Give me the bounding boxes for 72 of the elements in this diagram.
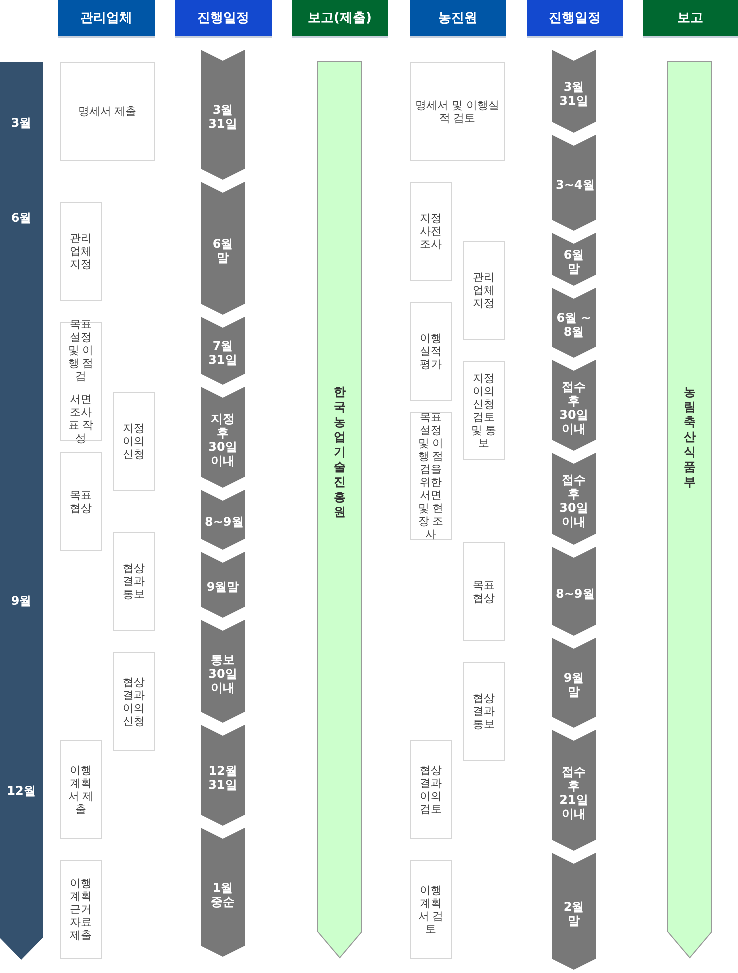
box-text: 목표 협상 (472, 578, 496, 604)
month-label: 3월 (10, 115, 33, 132)
column-header: 진행일정 (527, 0, 623, 38)
text-box (113, 652, 155, 751)
text-box (463, 662, 505, 761)
step-label: 9월 말 (562, 671, 586, 699)
step-label: 지정 후 30일 이내 (208, 412, 238, 468)
box-text: 명세서 및 이행실적 검토 (414, 98, 500, 124)
report-bar (318, 62, 362, 958)
box-text: 명세서 제출 (78, 105, 137, 118)
text-box (60, 62, 155, 161)
box-text: 지정 사전 조사 (419, 212, 443, 251)
step-label: 7월 31일 (208, 339, 238, 367)
text-box (60, 860, 102, 959)
month-timeline-bar (0, 62, 43, 960)
text-box (60, 740, 102, 839)
box-text: 목표 설정 및 이행 점검 (68, 318, 94, 383)
box-text: 목표 설정 및 이행 점검을 위한 서면 및 현장 조사 (418, 411, 444, 541)
text-box (410, 740, 452, 839)
month-label: 6월 (10, 210, 33, 227)
box-text: 협상 결과 이의 검토 (419, 764, 443, 816)
text-box (410, 302, 452, 401)
step-label: 6월 말 (212, 236, 234, 264)
box-text: 이행 실적 평가 (419, 332, 443, 371)
step-label: 접수 후 30일 이내 (558, 473, 590, 529)
step-label: 3월 31일 (208, 103, 238, 131)
text-box (113, 392, 155, 491)
month-label: 12월 (6, 783, 37, 800)
text-box (410, 62, 505, 161)
step-label: 6월 ~ 8월 (556, 311, 592, 339)
bar-label: 농림축산식품부 (683, 384, 697, 490)
step-label: 3~4월 (555, 178, 596, 192)
box-text: 지정 이의 신청 (122, 422, 146, 461)
box-text: 이행 계획서 검토 (418, 884, 444, 936)
text-box (463, 241, 505, 340)
box-text: 협상 결과 이의 신청 (122, 676, 146, 728)
step-label: 1월 중순 (210, 880, 236, 908)
text-box (463, 542, 505, 641)
column-header: 진행일정 (175, 0, 272, 38)
box-text: 협상 결과 통보 (472, 692, 496, 731)
step-label: 통보 30일 이내 (208, 652, 238, 694)
box-text: 지정 이의 신청 검토 및 통보 (471, 372, 497, 450)
text-box (113, 532, 155, 631)
box-text: 서면 조사표 작성 (68, 393, 94, 445)
text-box (410, 860, 452, 959)
box-text: 관리 업체 지정 (472, 271, 496, 310)
bar-label: 한국농업기술진흥원 (333, 384, 347, 520)
text-box (463, 361, 505, 460)
step-label: 8~9월 (555, 586, 596, 600)
column-header: 보고(제출) (292, 0, 388, 38)
box-text: 이행 계획 근거 자료 제출 (69, 877, 93, 942)
column-header: 관리업체 (58, 0, 155, 38)
step-label: 2월 말 (562, 900, 586, 928)
text-box (410, 182, 452, 281)
box-text: 목표 협상 (69, 488, 93, 514)
step-label: 접수 후 21일 이내 (558, 764, 590, 820)
step-label: 3월 31일 (558, 80, 590, 108)
text-box (410, 412, 452, 540)
box-text: 이행 계획서 제출 (68, 764, 94, 816)
step-label: 12월 31일 (208, 764, 238, 792)
step-label: 접수 후 30일 이내 (558, 380, 590, 436)
box-text: 관리업체 지정 (69, 232, 93, 271)
text-box (60, 202, 102, 301)
step-label: 6월 말 (562, 248, 586, 276)
step-label: 8~9월 (204, 515, 245, 529)
box-text: 협상 결과 통보 (122, 562, 146, 601)
text-box (60, 452, 102, 551)
step-label: 9월말 (206, 580, 240, 594)
month-label: 9월 (10, 593, 33, 610)
column-header: 농진원 (410, 0, 506, 38)
column-header: 보고 (643, 0, 738, 38)
report-bar (668, 62, 712, 958)
